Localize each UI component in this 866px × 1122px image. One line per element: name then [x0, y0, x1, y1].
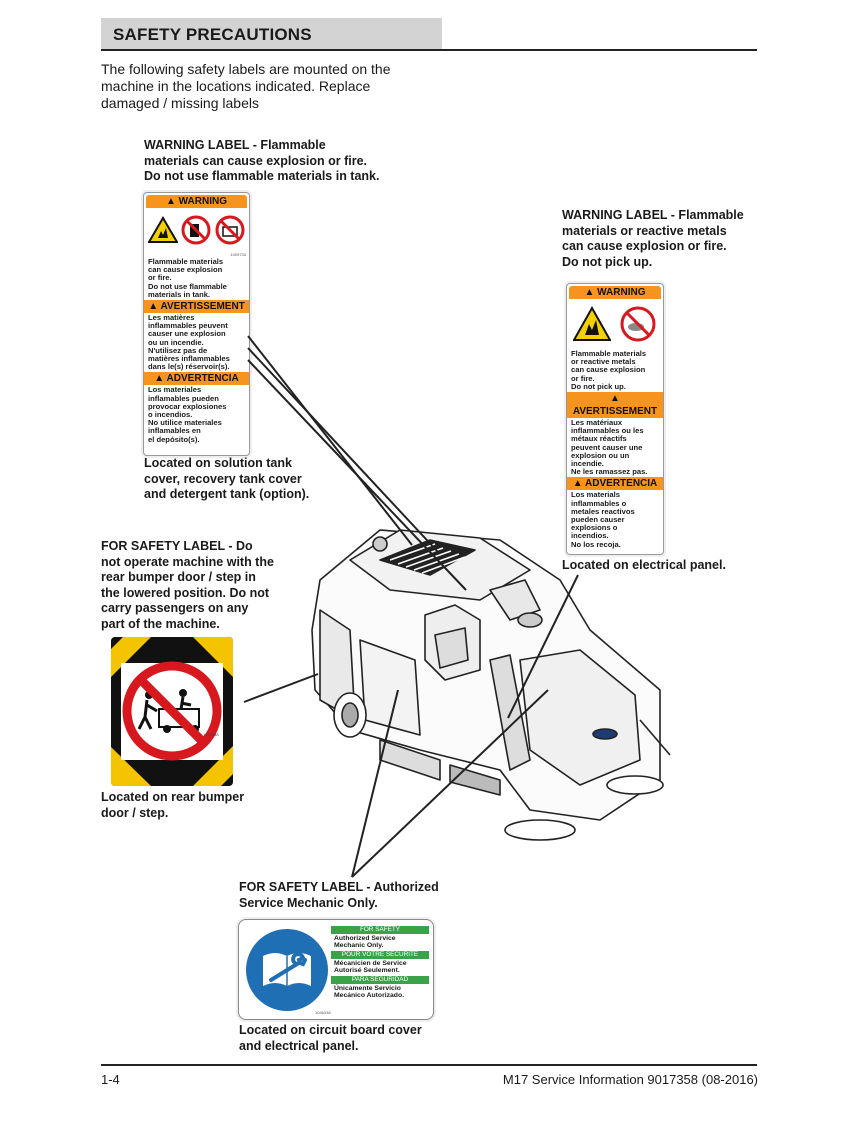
header-rule	[101, 49, 757, 51]
label4-location: Located on circuit board cover and elect…	[239, 1023, 422, 1053]
label2-avertissement-header: AVERTISSEMENT	[572, 406, 658, 418]
label2-text-fr: Les matériaux inflammables ou les métaux…	[571, 418, 648, 477]
label3-heading: FOR SAFETY LABEL - Do not operate machin…	[101, 539, 274, 631]
label2-warning-header: WARNING	[597, 287, 646, 298]
label4-service-label: FOR SAFETY Authorized Service Mechanic O…	[238, 919, 434, 1020]
label1-location: Located on solution tank cover, recovery…	[144, 456, 310, 501]
label1-advertencia-header: ADVERTENCIA	[166, 373, 239, 385]
document-id: M17 Service Information 9017358 (08-2016…	[502, 1072, 758, 1087]
label2-advertencia-header: ADVERTENCIA	[585, 478, 658, 490]
label4-heading: FOR SAFETY LABEL - Authorized Service Me…	[239, 880, 439, 910]
wrench-manual-icon	[246, 929, 328, 1011]
header-bar	[101, 18, 442, 50]
label3-location: Located on rear bumper door / step.	[101, 790, 245, 820]
label2-location: Located on electrical panel.	[562, 558, 726, 572]
label4-text-panel: FOR SAFETY Authorized Service Mechanic O…	[331, 926, 429, 1000]
label2-warning-label: ▲ WARNING Flammable materials or reactiv…	[566, 283, 664, 555]
no-passenger-icon	[111, 637, 233, 786]
label1-warning-label: ▲ WARNING 1009734 Flammable materials ca…	[143, 192, 250, 456]
label4-text-fr: Mécanicien de Service Autorisé Seulement…	[334, 959, 407, 975]
explosion-icon	[147, 216, 178, 243]
label1-text-fr: Les matières inflammables peuvent causer…	[148, 313, 230, 372]
label1-code: 1009734	[230, 252, 246, 257]
label4-bar-en: FOR SAFETY	[331, 926, 429, 934]
label1-text-en: Flammable materials can cause explosion …	[148, 257, 227, 299]
label2-heading: WARNING LABEL - Flammable materials or r…	[562, 208, 744, 269]
label3-code: 1070348	[203, 732, 219, 737]
label2-text-en: Flammable materials or reactive metals c…	[571, 349, 647, 391]
label4-text-en: Authorized Service Mechanic Only.	[334, 935, 396, 950]
no-pickup-icon	[620, 306, 656, 342]
sweeper-scrubber-machine-illustration	[311, 529, 671, 841]
label2-text-es: Los materials inflammables o metales rea…	[571, 490, 635, 549]
footer-rule	[101, 1064, 757, 1066]
label4-bar-es: PARA SEGURIDAD	[331, 975, 429, 984]
page-number: 1-4	[101, 1072, 120, 1087]
label4-text-es: Únicamente Servicio Mecánico Autorizado.	[334, 984, 404, 1000]
page-title: SAFETY PRECAUTIONS	[113, 25, 312, 44]
label1-warning-header: WARNING	[178, 196, 228, 207]
explosion-icon	[573, 306, 611, 341]
no-tank-fill-icon	[215, 215, 245, 245]
label4-bar-fr: POUR VOTRE SECURITE	[331, 950, 429, 959]
label1-avertissement-header: AVERTISSEMENT	[160, 301, 245, 313]
intro-text: The following safety labels are mounted …	[101, 61, 391, 111]
label1-heading: WARNING LABEL - Flammable materials can …	[144, 138, 380, 183]
label1-text-es: Los materiales inflamables pueden provoc…	[148, 385, 227, 444]
label4-code: 1046338	[315, 1010, 331, 1015]
label3-no-passenger-label: 1070348	[111, 637, 233, 786]
no-fuel-pump-icon	[181, 215, 211, 245]
